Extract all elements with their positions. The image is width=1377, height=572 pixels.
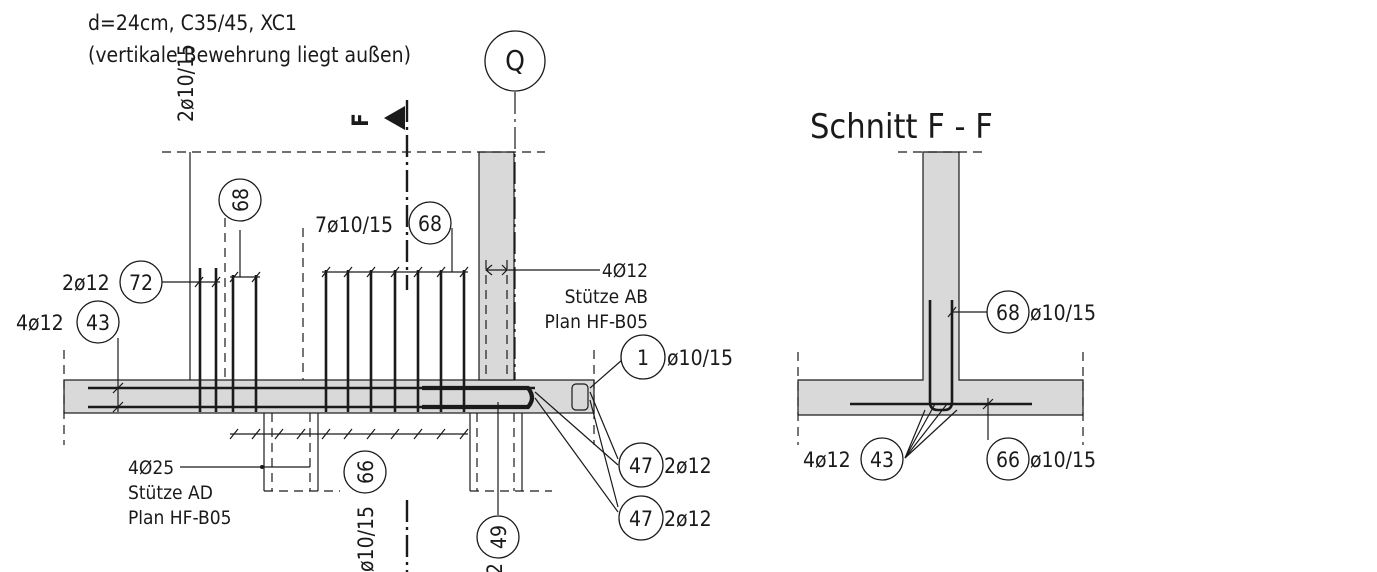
bubble-49 [476,515,520,559]
label-column-ab-plan: Plan HF-B05 [545,311,648,333]
label-column-ab-bars: 4Ø12 [602,260,648,282]
grid-axis-q-bubble [484,30,546,92]
bubble-43 [76,300,120,344]
label-2d12-b: 2ø12 [664,507,712,531]
label-column-ad-name: Stütze AD [128,482,213,504]
section-bubble-43-text: 43 [870,448,894,472]
note-rebar-position: (vertikale Bewehrung liegt außen) [88,43,411,67]
bubble-72 [119,260,163,304]
label-column-ad-bars: 4Ø25 [128,457,174,479]
bubble-68-vertical-text: 68 [229,188,253,212]
grid-axis-q-label: Q [505,44,525,77]
bubble-47-a-text: 47 [629,454,653,478]
label-d10-15-right: ø10/15 [667,346,733,370]
bubble-1 [620,334,666,380]
section-concrete [797,151,1084,416]
bubble-49-text: 49 [487,525,511,549]
bubble-66-vertical [343,450,387,494]
section-leader-66-tick [982,398,994,410]
plan-distribution-ticks-left [229,271,261,283]
section-leader-43 [904,403,948,459]
section-leader-43 [904,409,926,459]
plan-leader-43-ticks [112,382,124,413]
plan-distribution-ticks-bottom [229,428,469,440]
label-4d12: 4ø12 [16,311,64,335]
label-7d10-15: 7ø10/15 [315,213,393,237]
label-column-ab-name: Stütze AB [565,286,648,308]
bubble-47-b-text: 47 [629,507,653,531]
plan-leader-1 [589,359,623,389]
plan-leader-47a-2 [589,391,619,460]
bubble-47-a [618,442,664,488]
section-marker-label: F [349,113,374,127]
label-2-bottom: 2 [483,563,507,572]
bubble-68-top-text: 68 [418,212,442,236]
plan-hook-bar-47 [422,385,535,410]
bubble-43-text: 43 [86,311,110,335]
label-column-ad-plan: Plan HF-B05 [128,507,231,529]
bubble-68-top [408,201,452,245]
section-leader-43 [904,403,936,459]
bubble-72-text: 72 [129,271,153,295]
plan-leader-47b [534,397,619,513]
section-title: Schnitt F - F [810,107,993,147]
note-concrete-spec: d=24cm, C35/45, XC1 [88,11,297,35]
bubble-47-b [618,495,664,541]
label-2d12: 2ø12 [62,271,110,295]
section-leader-43 [904,409,958,459]
plan-distribution-ticks-top [321,266,469,278]
label-d10-15-bottom: ø10/15 [354,506,378,572]
section-label-d10-15-top: ø10/15 [1030,301,1096,325]
plan-leader-4d25-dot [260,465,264,469]
plan-leader-72-ticks [194,276,221,288]
plan-column-ab [478,151,515,381]
bubble-66-vertical-text: 66 [354,460,378,484]
plan-leader-47b-2 [589,399,619,508]
section-arrow-icon [384,106,405,130]
section-leader-68-tick [947,306,957,318]
section-bubble-68-text: 68 [996,301,1020,325]
section-bubble-66-text: 66 [996,448,1020,472]
section-bubble-66 [986,437,1030,481]
bubble-1-text: 1 [637,346,649,370]
section-bubble-43 [860,437,904,481]
plan-view [63,92,623,572]
section-view [797,151,1084,459]
plan-leader-arrow [485,264,493,276]
plan-end-stirrup [571,383,589,411]
section-bubble-68 [986,290,1030,334]
label-2d10-15-vertical: 2ø10/15 [174,44,198,122]
section-label-4d12: 4ø12 [803,448,851,472]
label-2d12-a: 2ø12 [664,454,712,478]
bubble-68-vertical [218,178,262,222]
plan-leader-arrow [501,264,508,276]
section-label-d10-15-bottom: ø10/15 [1030,448,1096,472]
